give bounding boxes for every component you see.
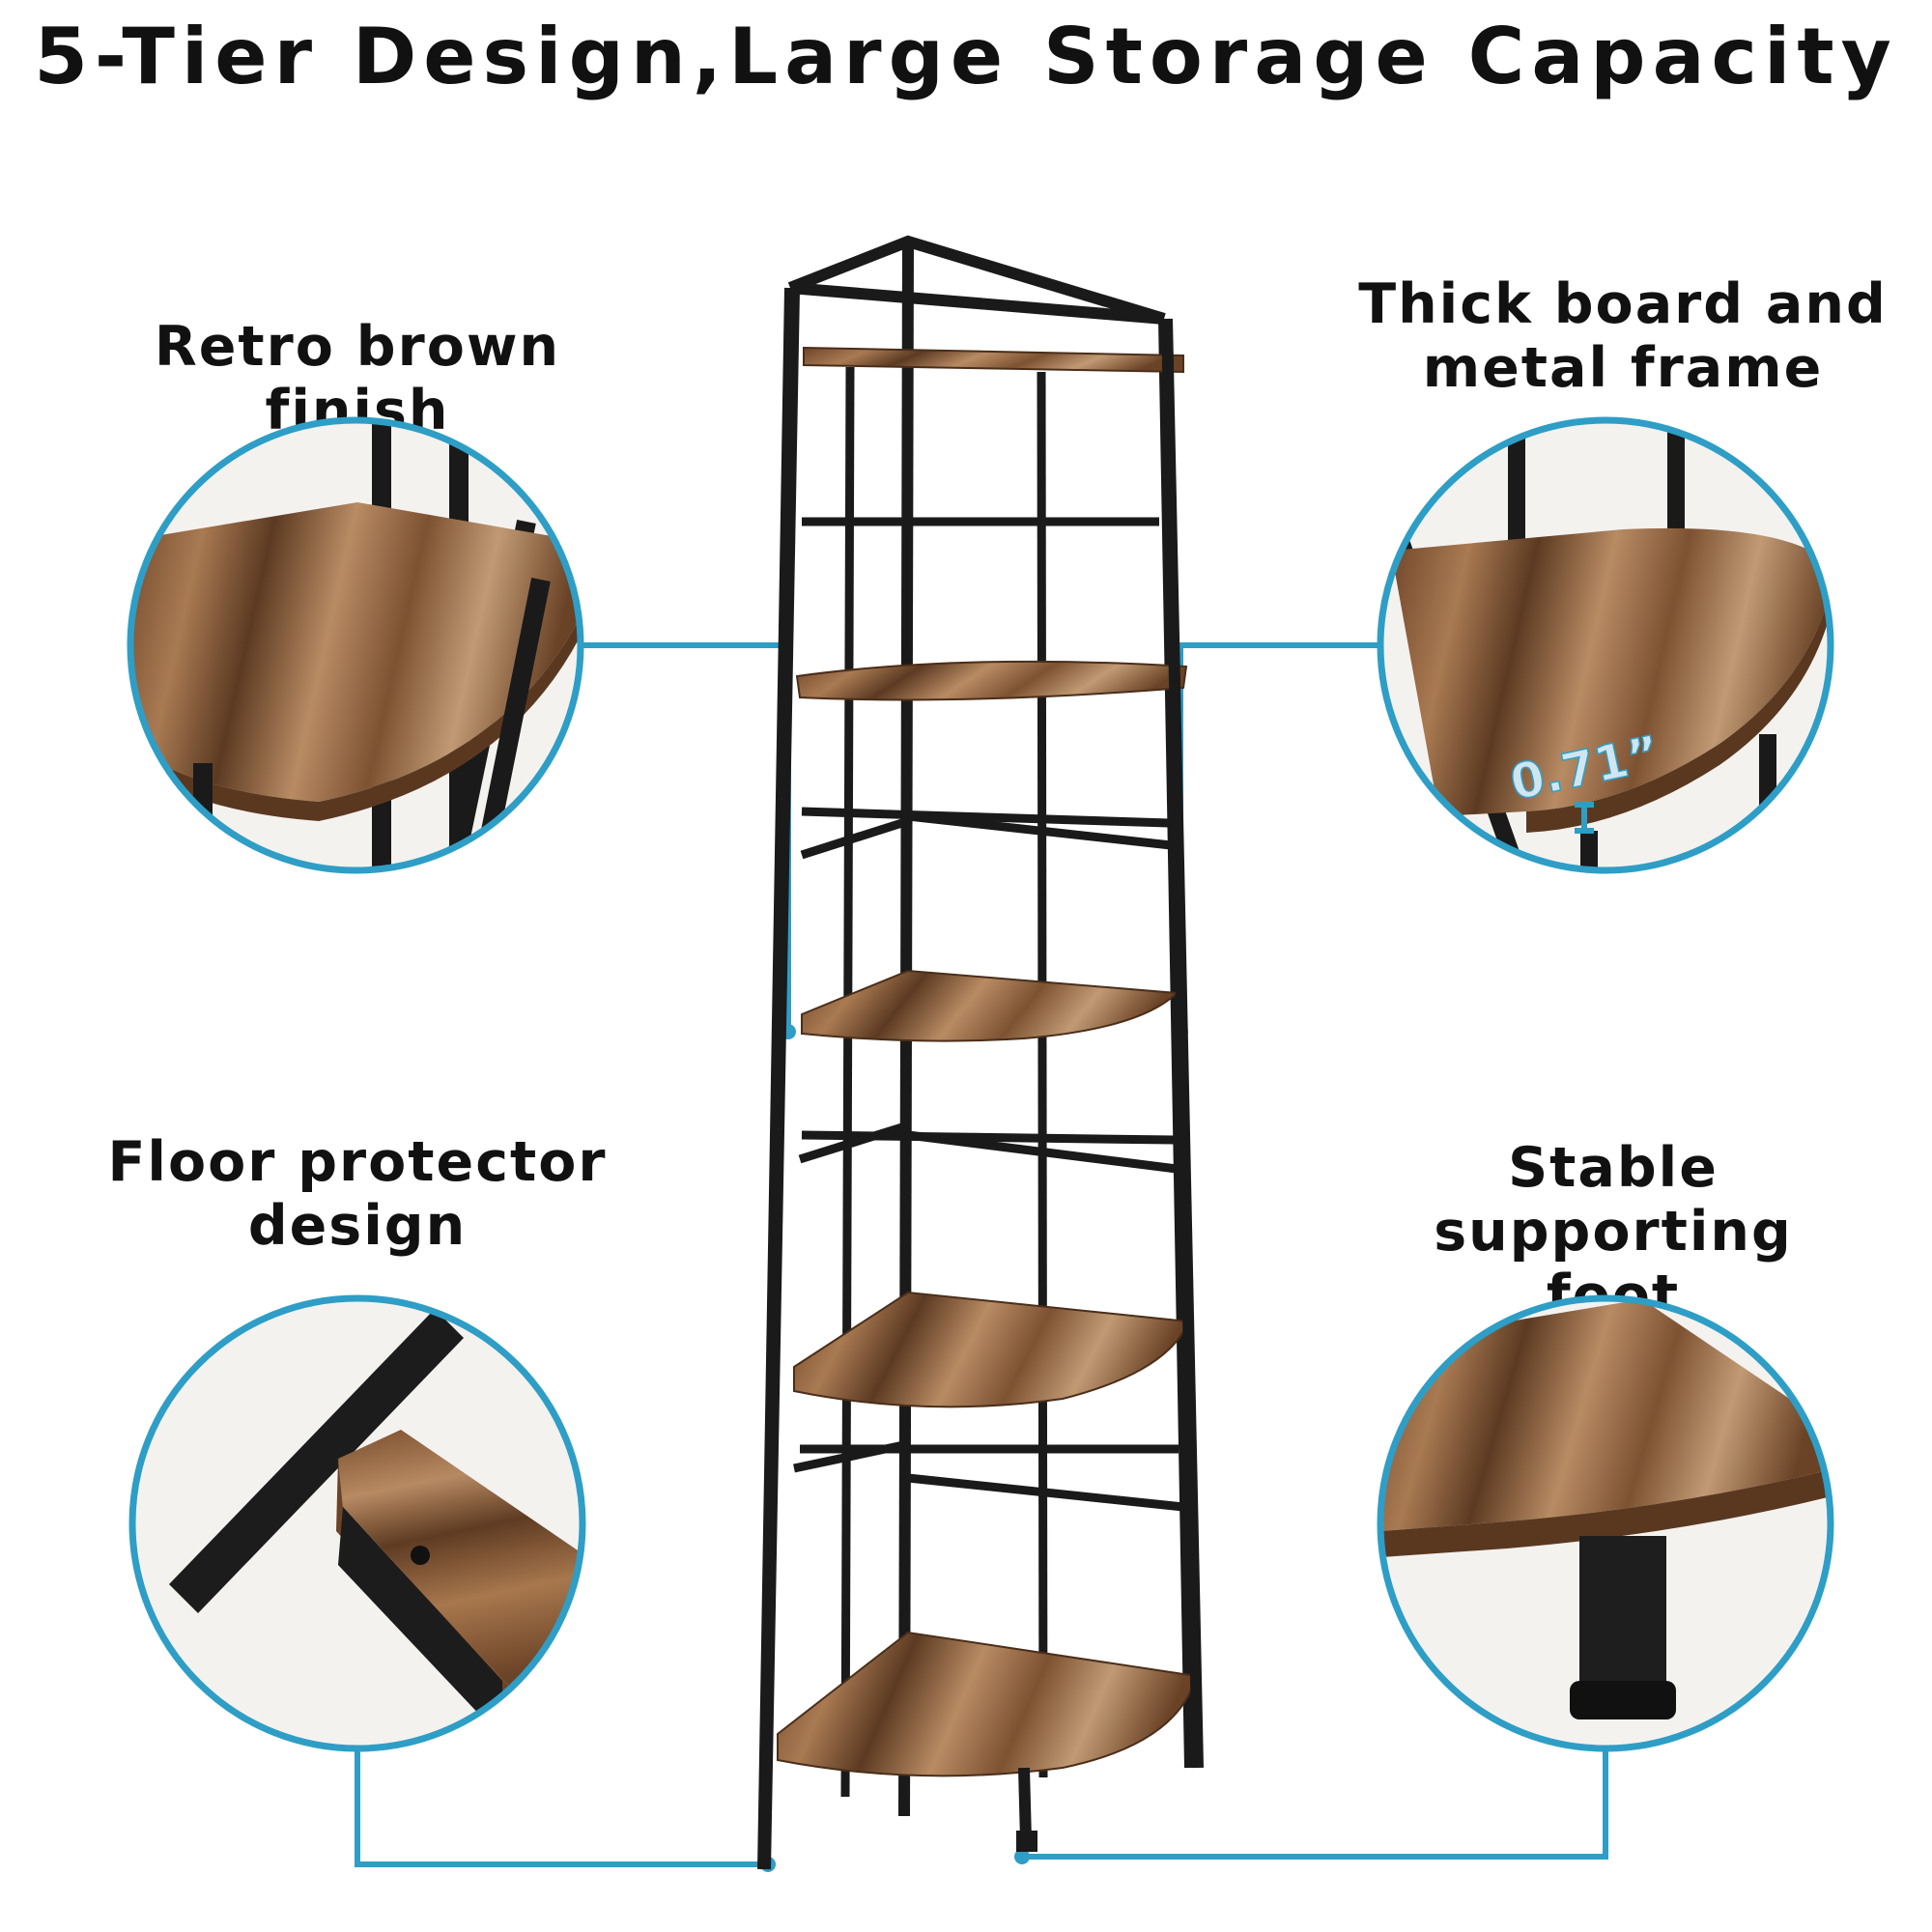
shelf-board [795,660,1188,701]
label-line: Stable supporting [1434,1136,1793,1264]
detail-circle-thick-board: 0.71” [1377,416,1834,874]
thickness-marker-icon [1575,802,1594,834]
foot-icon [1579,1536,1666,1690]
shelf-board [803,346,1184,374]
connector-top-left [582,642,791,1032]
detail-circle-border [127,416,584,874]
connector-top-right [1178,642,1379,1032]
label-line: design [247,1194,468,1258]
detail-circle-border [1377,416,1834,874]
shelf-board [777,1631,1198,1777]
detail-circle-supporting-foot [1377,1294,1834,1752]
label-retro-brown-finish: Retro brown finish [58,315,657,442]
label-thick-board: Thick board and metal frame [1343,272,1903,400]
page-title: 5-Tier Design,Large Storage Capacity [34,12,1898,101]
detail-circle-border [1377,1294,1834,1752]
shelf-board [801,969,1179,1042]
detail-circle-border [128,1294,586,1752]
detail-circle-floor-protector [128,1294,586,1752]
label-line: metal frame [1422,336,1824,400]
label-floor-protector: Floor protector design [87,1130,628,1258]
connector-bottom-right [1022,1748,1608,1860]
shelf-boards [777,346,1198,1777]
label-line: Retro brown finish [154,315,561,442]
detail-circle-wood-finish [127,416,584,874]
label-line: Floor protector [107,1130,608,1194]
connector-bottom-left [355,1748,768,1867]
connector-dot [1014,1849,1030,1864]
shelf-board [793,1291,1190,1408]
label-line: Thick board and [1358,272,1888,336]
corner-shelf [757,235,1204,1870]
